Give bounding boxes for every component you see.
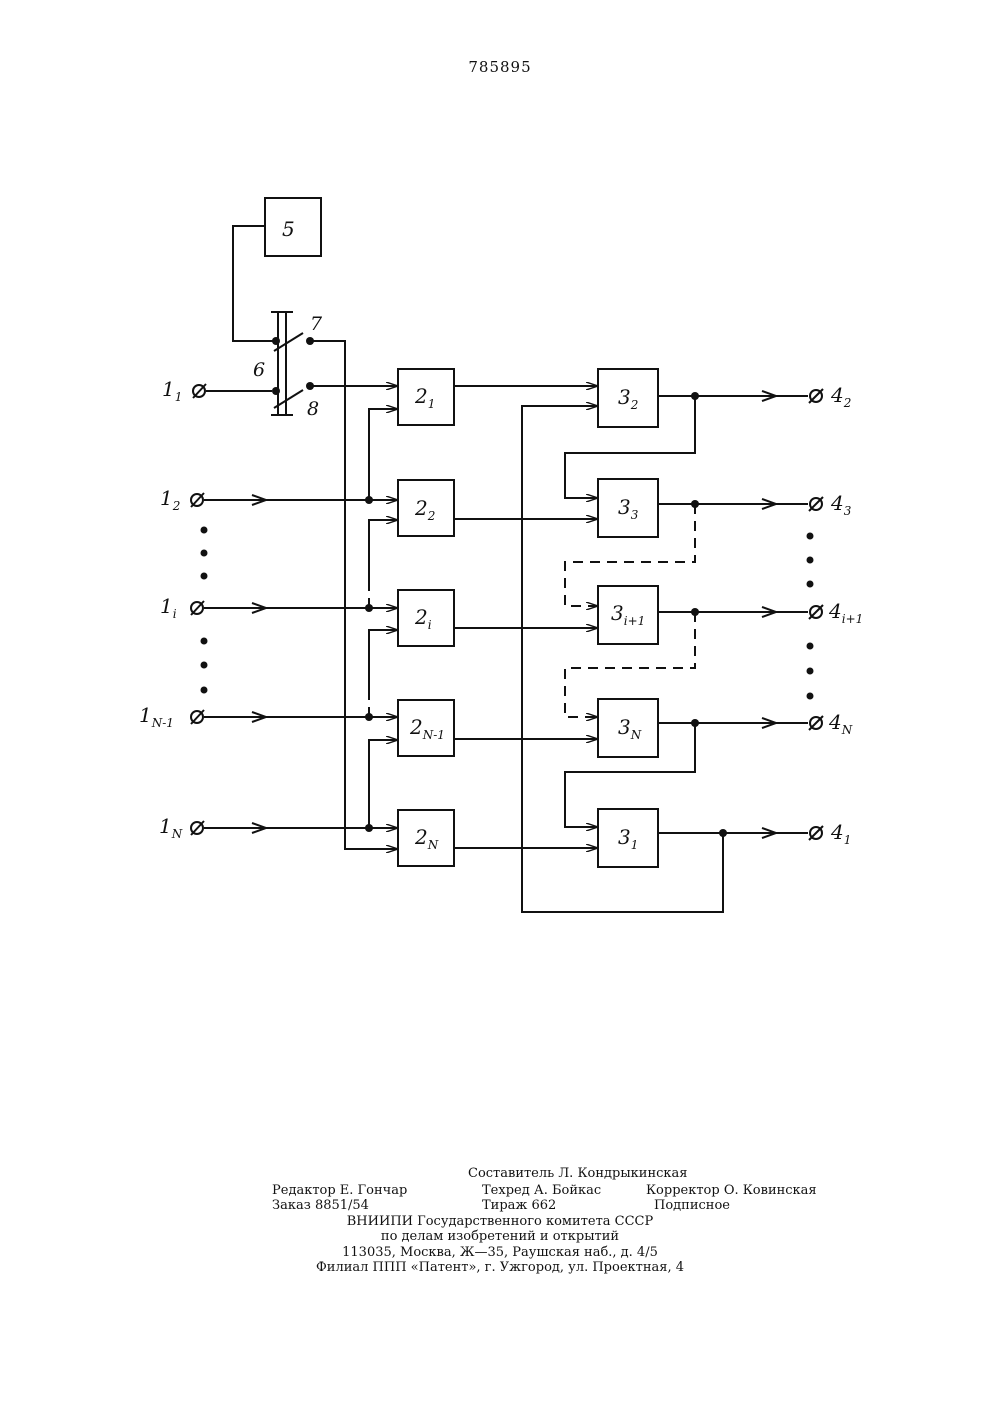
corrector-line: Корректор О. Ковинская <box>646 1183 817 1198</box>
org-line-2: по делам изобретений и открытий <box>0 1229 1000 1244</box>
input-label-N-1: 1N-1 <box>139 703 174 730</box>
compiler-line: Составитель Л. Кондрыкинская <box>468 1166 687 1181</box>
output-label-1: 41 <box>830 820 851 847</box>
block-2-N-label: 2N <box>414 825 439 852</box>
tech-editor-line: Техред А. Бойкас <box>482 1183 601 1198</box>
block-2-2-label: 22 <box>414 496 435 523</box>
contact-6-label: 6 <box>253 359 265 381</box>
output-label-3: 43 <box>830 491 852 518</box>
input-label-i: 1i <box>160 594 177 621</box>
input-label-N: 1N <box>159 814 183 841</box>
switch-bar <box>278 312 286 415</box>
order-line: Заказ 8851/54 <box>272 1198 369 1213</box>
contact-8-label: 8 <box>307 398 319 420</box>
branch-line: Филиал ППП «Патент», г. Ужгород, ул. Про… <box>0 1260 1000 1275</box>
address-line: 113035, Москва, Ж—35, Раушская наб., д. … <box>0 1245 1000 1260</box>
input-label-1: 11 <box>162 377 182 404</box>
block-3-i+1-label: 3i+1 <box>611 601 645 628</box>
output-label-i+1: 4i+1 <box>828 599 863 626</box>
input-label-2: 12 <box>160 486 180 513</box>
block-3-2-label: 32 <box>618 385 638 412</box>
block-2-i-label: 2i <box>414 605 432 632</box>
output-label-N: 4N <box>828 710 853 737</box>
output-label-2: 42 <box>830 383 851 410</box>
subscription-line: Подписное <box>654 1198 730 1213</box>
block-2-N-1-label: 2N-1 <box>409 715 445 742</box>
block-3-3-label: 33 <box>618 495 639 522</box>
editor-line: Редактор Е. Гончар <box>272 1183 407 1198</box>
contact-7-label: 7 <box>310 313 323 335</box>
block-2-1-label: 21 <box>414 384 435 411</box>
block-3-N-label: 3N <box>618 715 642 742</box>
circulation-line: Тираж 662 <box>482 1198 556 1213</box>
block-5-label: 5 <box>282 217 295 241</box>
org-line-1: ВНИИПИ Государственного комитета СССР <box>0 1214 1000 1229</box>
block-3-1-label: 31 <box>618 825 638 852</box>
